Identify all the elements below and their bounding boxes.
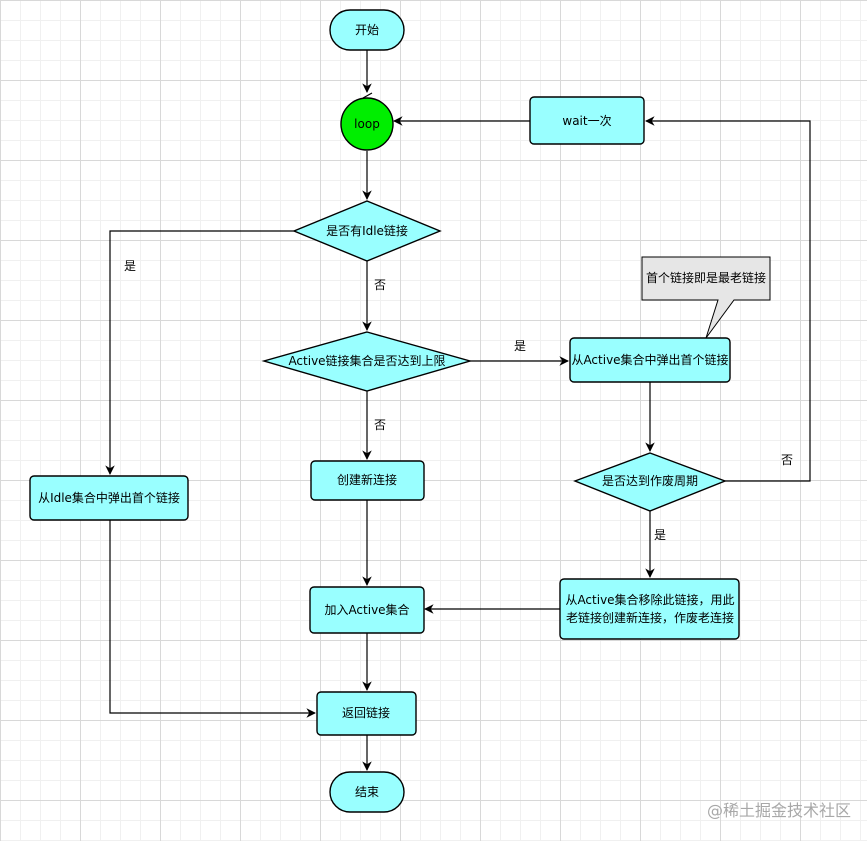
note-callout: 首个链接即是最老链接 bbox=[641, 256, 771, 339]
create-new-label: 创建新连接 bbox=[337, 472, 397, 487]
edge-labels: 是 否 是 否 是 否 bbox=[124, 259, 793, 542]
add-active-node[interactable]: 加入Active集合 bbox=[309, 586, 425, 634]
pop-active-label: 从Active集合中弹出首个链接 bbox=[571, 352, 728, 367]
watermark: @稀土掘金技术社区 bbox=[706, 801, 851, 820]
pop-idle-label: 从Idle集合中弹出首个链接 bbox=[38, 490, 180, 505]
loop-tick-mark bbox=[362, 92, 373, 99]
edge-expired-no bbox=[645, 116, 811, 482]
active-limit-label: Active链接集合是否达到上限 bbox=[288, 353, 445, 368]
add-active-label: 加入Active集合 bbox=[324, 602, 409, 617]
start-label: 开始 bbox=[355, 23, 379, 37]
expired-label: 是否达到作废周期 bbox=[602, 473, 698, 488]
start-node[interactable]: 开始 bbox=[329, 9, 405, 51]
end-label: 结束 bbox=[355, 785, 379, 799]
remove-active-label-line1: 从Active集合移除此链接，用此 bbox=[565, 592, 734, 607]
return-conn-node[interactable]: 返回链接 bbox=[316, 691, 417, 736]
end-node[interactable]: 结束 bbox=[329, 771, 405, 813]
remove-active-label-line2: 老链接创建新连接，作废老连接 bbox=[566, 610, 734, 625]
wait-node[interactable]: wait一次 bbox=[529, 96, 645, 145]
wait-label: wait一次 bbox=[562, 114, 611, 128]
pop-idle-node[interactable]: 从Idle集合中弹出首个链接 bbox=[29, 475, 189, 521]
label-expired-yes: 是 bbox=[654, 528, 666, 542]
label-idle-no: 否 bbox=[374, 278, 386, 292]
loop-node[interactable]: loop bbox=[340, 92, 394, 151]
label-expired-no: 否 bbox=[781, 453, 793, 467]
label-limit-yes: 是 bbox=[514, 339, 526, 353]
note-label: 首个链接即是最老链接 bbox=[646, 270, 766, 285]
expired-decision[interactable]: 是否达到作废周期 bbox=[573, 452, 727, 512]
edges bbox=[105, 50, 811, 771]
has-idle-label: 是否有Idle链接 bbox=[326, 223, 408, 238]
label-idle-yes: 是 bbox=[124, 259, 136, 273]
create-new-node[interactable]: 创建新连接 bbox=[310, 460, 425, 501]
active-limit-decision[interactable]: Active链接集合是否达到上限 bbox=[261, 331, 473, 392]
edge-idle-yes bbox=[105, 230, 294, 475]
label-limit-no: 否 bbox=[374, 418, 386, 432]
loop-label: loop bbox=[354, 117, 380, 131]
edge-idlepop-return bbox=[109, 520, 316, 718]
return-conn-label: 返回链接 bbox=[342, 705, 390, 720]
pop-active-node[interactable]: 从Active集合中弹出首个链接 bbox=[569, 337, 731, 383]
remove-active-node[interactable]: 从Active集合移除此链接，用此 老链接创建新连接，作废老连接 bbox=[559, 578, 740, 640]
has-idle-decision[interactable]: 是否有Idle链接 bbox=[292, 200, 442, 262]
